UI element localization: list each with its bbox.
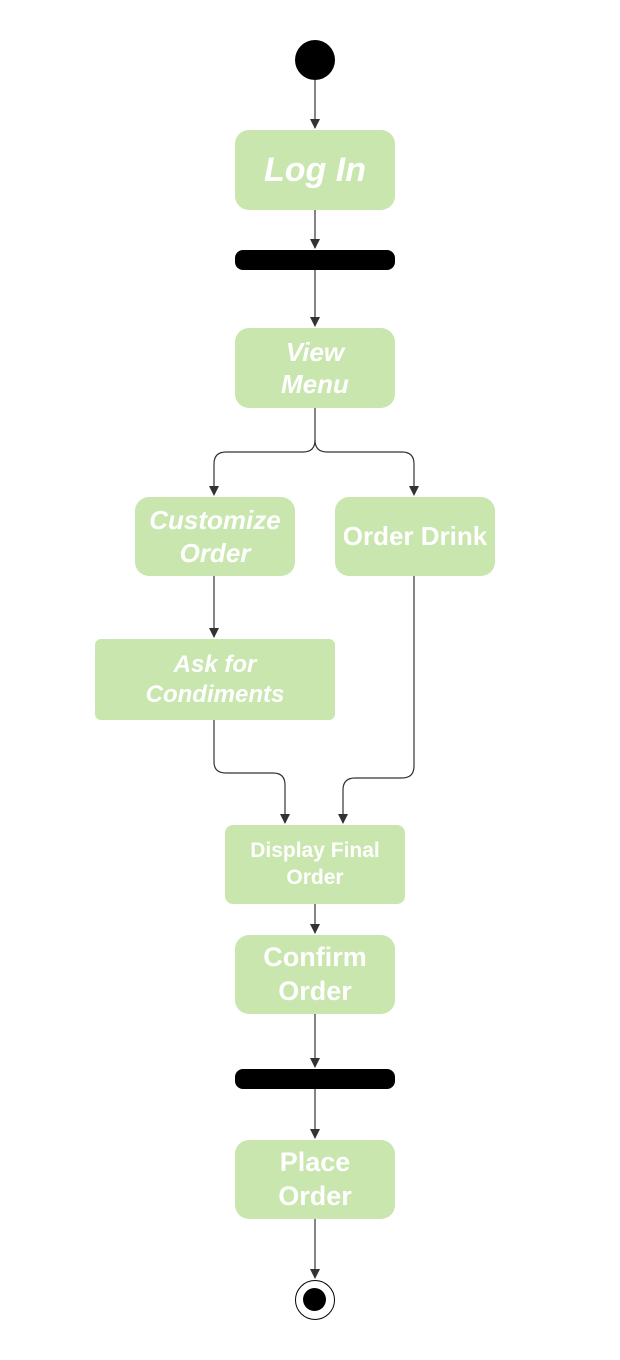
edge-ask-condiments-to-display-final-order <box>213 720 290 824</box>
join-bar <box>235 1069 395 1089</box>
activity-display-final-order: Display Final Order <box>225 825 405 904</box>
final-node <box>295 1280 335 1320</box>
activity-place-order: Place Order <box>235 1140 395 1219</box>
edge-order-drink-to-display-final-order <box>338 576 415 824</box>
fork-bar <box>235 250 395 270</box>
activity-customize-order: Customize Order <box>135 497 295 576</box>
initial-node <box>295 40 335 80</box>
edge-view-menu-to-order-drink <box>314 439 419 496</box>
activity-ask-for-condiments: Ask for Condiments <box>95 639 335 720</box>
activity-confirm-order: Confirm Order <box>235 935 395 1014</box>
edge-view-menu-to-customize-order <box>209 408 316 496</box>
activity-view-menu: View Menu <box>235 328 395 408</box>
activity-order-drink: Order Drink <box>335 497 495 576</box>
activity-log-in: Log In <box>235 130 395 210</box>
final-node-inner <box>303 1288 326 1311</box>
